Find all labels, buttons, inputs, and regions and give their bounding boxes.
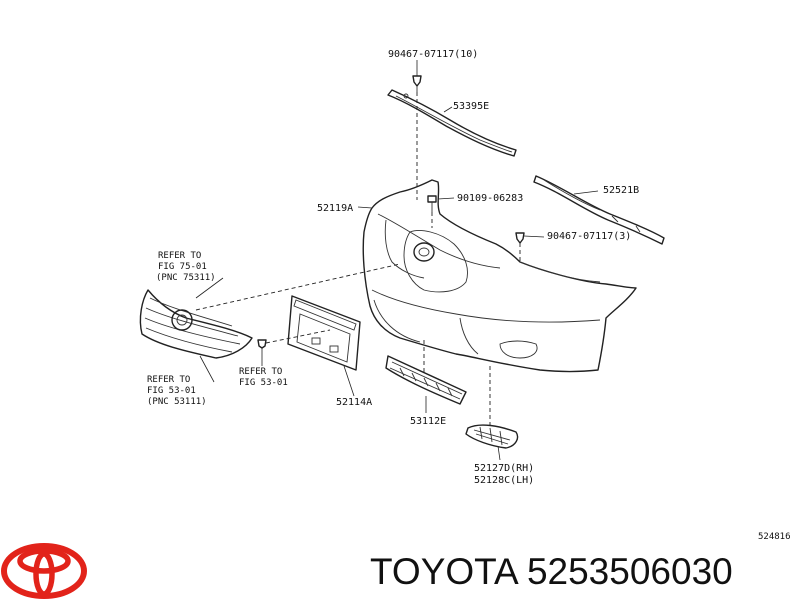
- clip-icon: [515, 232, 525, 244]
- clip-icon: [257, 339, 267, 349]
- callout-lower-grille: 53112E: [410, 416, 446, 427]
- screw-icon: [427, 195, 437, 212]
- assembly-lines: [195, 92, 521, 426]
- license-bracket-52114a: [287, 295, 361, 371]
- molding-strip-53395e: [387, 89, 517, 157]
- leader-lines: [195, 60, 599, 461]
- refer-53a-line1: REFER TO: [147, 375, 190, 385]
- clip-icon: [412, 75, 422, 92]
- callout-screw: 90109-06283: [457, 193, 523, 204]
- refer-75-line1: REFER TO: [158, 251, 201, 261]
- lower-grille-53112e: [385, 355, 467, 405]
- callout-retainer: 52521B: [603, 185, 639, 196]
- callout-molding: 53395E: [453, 101, 489, 112]
- refer-53a-line3: (PNC 53111): [147, 397, 207, 407]
- refer-53a-line2: FIG 53-01: [147, 386, 196, 396]
- brand-part-number: TOYOTA 5253506030: [370, 551, 733, 592]
- fog-cover-52127d: [465, 424, 519, 449]
- callout-clip-right: 90467-07117(3): [547, 231, 631, 242]
- upper-grille: [139, 289, 253, 359]
- callout-fog-cover-rh: 52127D(RH): [474, 463, 534, 474]
- callout-plate-bracket: 52114A: [336, 397, 372, 408]
- bumper-cover-52119a: [362, 179, 637, 373]
- retainer-52521b: [533, 175, 665, 245]
- toyota-logo: [1, 543, 87, 599]
- refer-53b-line1: REFER TO: [239, 367, 282, 377]
- refer-75-line2: FIG 75-01: [158, 262, 207, 272]
- callout-clip-top: 90467-07117(10): [388, 49, 478, 60]
- refer-53b-line2: FIG 53-01: [239, 378, 288, 388]
- callout-fog-cover-lh: 52128C(LH): [474, 475, 534, 486]
- callout-bumper: 52119A: [317, 203, 353, 214]
- diagram-code: 524816: [758, 532, 791, 542]
- refer-75-line3: (PNC 75311): [156, 273, 216, 283]
